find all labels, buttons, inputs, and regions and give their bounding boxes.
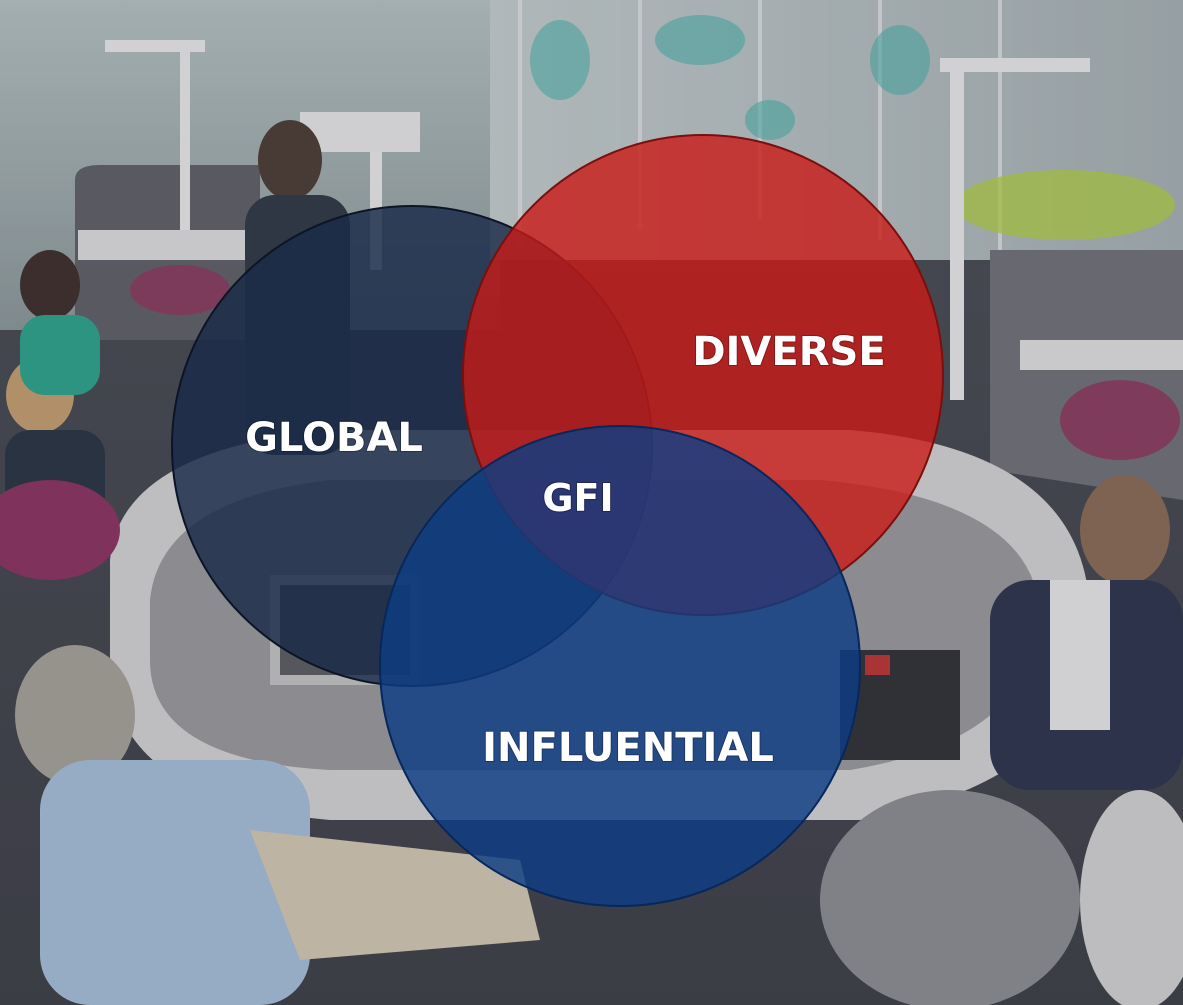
label-diverse: DIVERSE <box>692 329 885 375</box>
label-center-gfi: GFI <box>542 476 613 520</box>
label-global: GLOBAL <box>245 415 423 461</box>
circle-influential <box>379 425 861 907</box>
label-influential: INFLUENTIAL <box>482 725 774 771</box>
